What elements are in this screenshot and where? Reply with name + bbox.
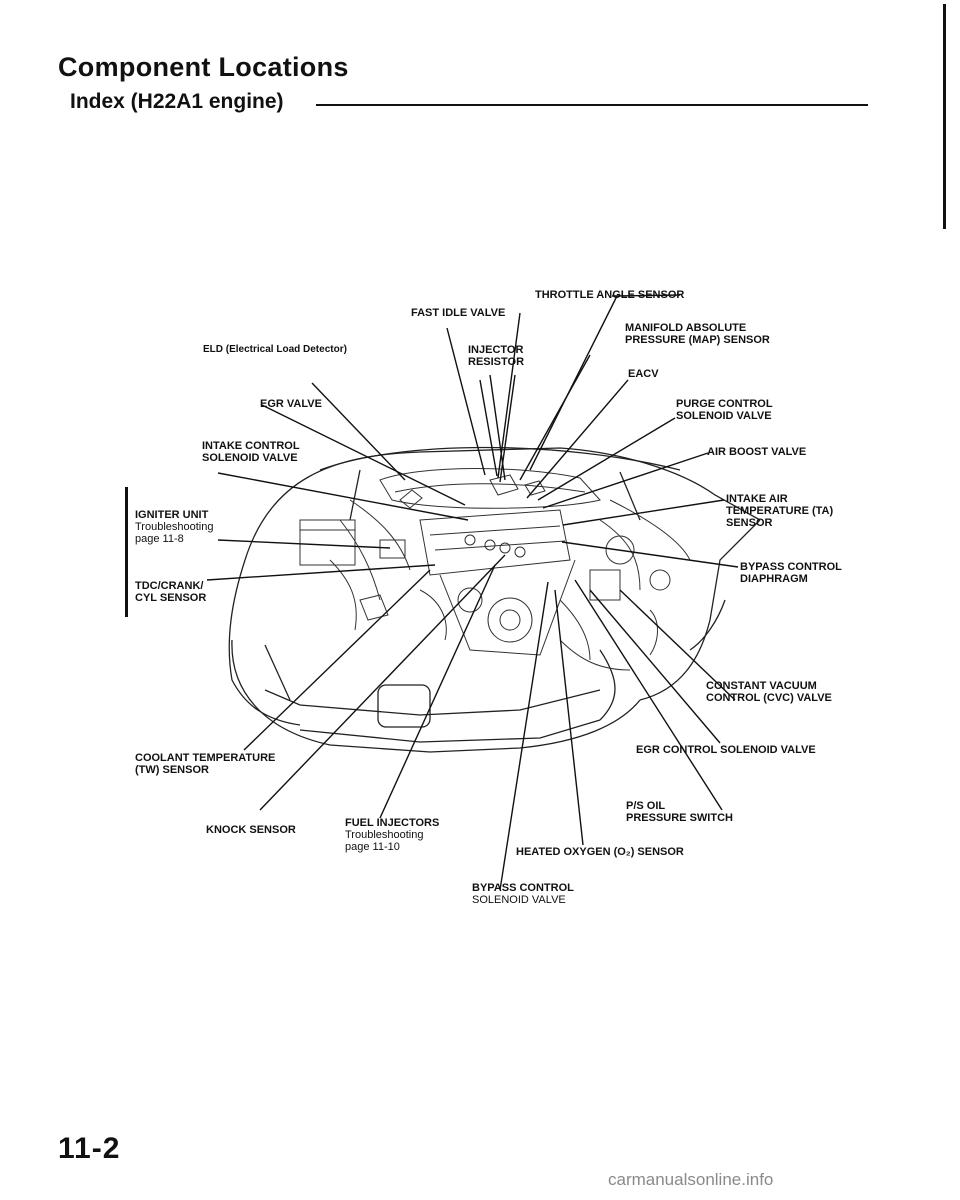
label-air-boost-valve: AIR BOOST VALVE [707,446,807,458]
engine-detail [299,467,691,671]
label-eacv: EACV [628,368,659,380]
label-knock-sensor: KNOCK SENSOR [206,824,296,836]
label-egr-valve: EGR VALVE [260,398,322,410]
edge-bar-left [125,487,128,617]
page-number: 11-2 [58,1132,121,1165]
page-subtitle: Index (H22A1 engine) [70,90,284,113]
label-fast-idle-valve: FAST IDLE VALVE [411,307,506,319]
label-coolant-temp-sensor: COOLANT TEMPERATURE(TW) SENSOR [135,752,276,776]
label-egr-control-solenoid: EGR CONTROL SOLENOID VALVE [636,744,816,756]
edge-bar-top-right [943,4,946,229]
subtitle-rule [316,104,868,106]
label-throttle-angle-sensor: THROTTLE ANGLE SENSOR [535,289,685,301]
page-title: Component Locations [58,52,349,82]
watermark: carmanualsonline.info [608,1170,774,1189]
label-tdc-crank-cyl-sensor: TDC/CRANK/CYL SENSOR [135,580,207,604]
label-eld: ELD (Electrical Load Detector) [203,344,347,355]
car-outline [228,446,761,753]
label-heated-oxygen-sensor: HEATED OXYGEN (O₂) SENSOR [516,846,684,858]
leader-lines [206,294,739,891]
